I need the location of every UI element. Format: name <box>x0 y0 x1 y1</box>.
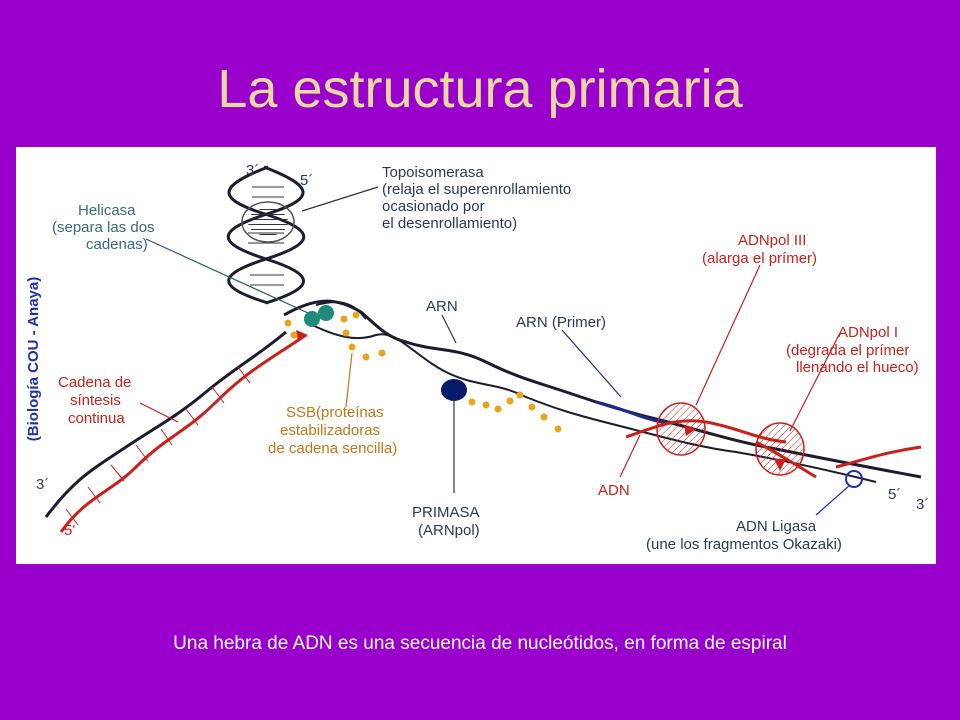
svg-text:(ARNpol): (ARNpol) <box>418 522 480 539</box>
replication-fork-figure: (Biología COU - Anaya) <box>16 147 936 564</box>
svg-text:(une los fragmentos Okazaki): (une los fragmentos Okazaki) <box>646 536 842 553</box>
leader-lines <box>139 186 851 516</box>
label-left-3: 3´ <box>36 476 49 493</box>
svg-text:ADNpol I: ADNpol I <box>838 324 898 341</box>
lagging-strand <box>283 299 922 488</box>
helicase-protein <box>304 305 334 327</box>
slide-title: La estructura primaria <box>217 59 743 119</box>
label-left-5: 5' <box>64 522 75 539</box>
svg-text:Topoisomerasa: Topoisomerasa <box>382 164 484 181</box>
svg-text:ADN Ligasa: ADN Ligasa <box>736 518 817 535</box>
svg-text:llenando el hueco): llenando el hueco) <box>796 359 919 376</box>
label-helicasa: Helicasa (separa las dos cadenas) <box>52 202 155 253</box>
label-top-5: 5´ <box>300 172 313 189</box>
label-top-3: 3´ <box>246 162 259 179</box>
svg-text:ocasionado por: ocasionado por <box>382 198 485 215</box>
svg-text:continua: continua <box>68 410 125 427</box>
svg-text:SSB(proteínas: SSB(proteínas <box>286 404 384 421</box>
label-arn: ARN <box>426 298 458 315</box>
svg-text:(relaja el superenrollamiento: (relaja el superenrollamiento <box>382 181 571 198</box>
svg-text:Helicasa: Helicasa <box>78 202 136 219</box>
label-primasa: PRIMASA (ARNpol) <box>412 504 480 539</box>
svg-text:Cadena de: Cadena de <box>58 374 131 391</box>
label-adnpol-iii: ADNpol III (alarga el prímer) <box>702 232 817 267</box>
label-topoisomerasa: Topoisomerasa (relaja el superenrollamie… <box>382 164 571 232</box>
svg-text:estabilizadoras: estabilizadoras <box>280 422 380 439</box>
label-adn: ADN <box>598 482 630 499</box>
ssb-proteins <box>284 311 562 433</box>
label-ssb: SSB(proteínas estabilizadoras de cadena … <box>268 404 397 457</box>
svg-text:el desenrollamiento): el desenrollamiento) <box>382 215 517 232</box>
leading-strand <box>44 330 308 533</box>
replication-fork-diagram: (Biología COU - Anaya) <box>25 162 929 553</box>
label-cadena-continua: Cadena de síntesis continua <box>58 374 131 427</box>
label-right-3: 3´ <box>916 496 929 513</box>
label-arn-primer: ARN (Primer) <box>516 314 606 331</box>
svg-text:(degrada el prímer: (degrada el prímer <box>786 342 909 359</box>
svg-text:(alarga el prímer): (alarga el prímer) <box>702 250 817 267</box>
svg-text:PRIMASA: PRIMASA <box>412 504 480 521</box>
source-credit: (Biología COU - Anaya) <box>25 277 42 441</box>
svg-text:(separa las dos: (separa las dos <box>52 219 155 236</box>
svg-text:cadenas): cadenas) <box>86 236 148 253</box>
svg-text:ADNpol III: ADNpol III <box>738 232 806 249</box>
label-right-5: 5´ <box>888 486 901 503</box>
label-adn-ligasa: ADN Ligasa (une los fragmentos Okazaki) <box>646 518 842 553</box>
primase-protein <box>441 379 467 401</box>
svg-text:síntesis: síntesis <box>70 392 121 409</box>
slide-caption: Una hebra de ADN es una secuencia de nuc… <box>173 633 787 654</box>
label-adnpol-i: ADNpol I (degrada el prímer llenando el … <box>786 324 919 376</box>
svg-text:de cadena sencilla): de cadena sencilla) <box>268 440 397 457</box>
parental-helix <box>226 165 306 305</box>
